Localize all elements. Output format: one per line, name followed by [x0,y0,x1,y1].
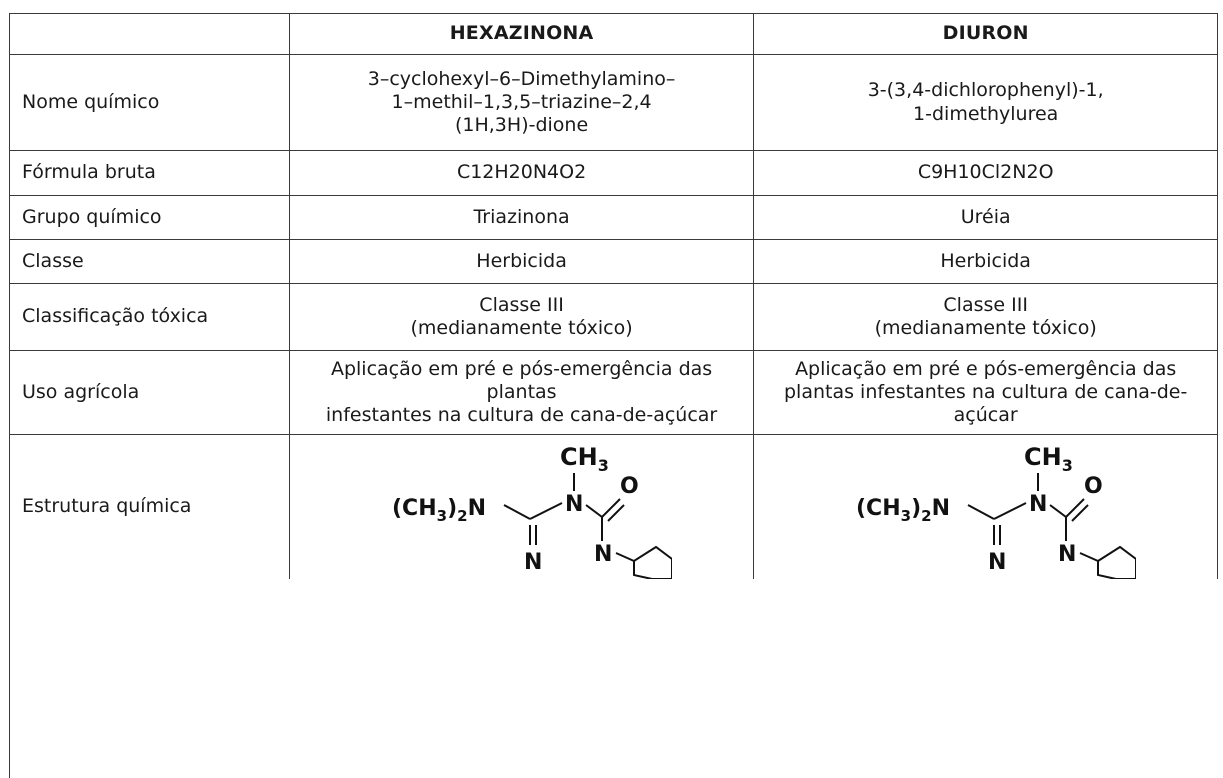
diuron-value: Aplicação em pré e pós-emergência das pl… [754,351,1218,435]
ch3-label: CH3 [1024,443,1073,475]
header-hexazinona: HEXAZINONA [289,14,755,55]
hexazinona-value: Aplicação em pré e pós-emergência das pl… [289,351,755,435]
n-left-label: N [988,550,1006,575]
table-row-formula-bruta: Fórmula bruta C12H20N4O2 C9H10Cl2N2O [10,151,1218,196]
table-row-classificacao-toxica: Classificação tóxica Classe III (mediana… [10,284,1218,351]
header-diuron: DIURON [754,14,1218,55]
table-row-uso-agricola: Uso agrícola Aplicação em pré e pós-emer… [10,351,1218,435]
table-row-grupo-quimico: Grupo químico Triazinona Uréia [10,196,1218,240]
table-row-estrutura-quimica: Estrutura química CH3 N (CH3)2N O [10,435,1218,579]
table-row-nome-quimico: Nome químico 3–cyclohexyl–6–Dimethylamin… [10,55,1218,151]
n-right-label: N [594,542,612,567]
hexazinona-value: Classe III (medianamente tóxico) [289,284,755,351]
hexazinona-value: Herbicida [289,240,755,284]
n-top-label: N [1029,492,1047,517]
n-left-label: N [524,550,542,575]
diuron-value: 3-(3,4-dichlorophenyl)-1, 1-dimethylurea [754,55,1218,151]
hexazinona-structure-cell: CH3 N (CH3)2N O N N [290,435,755,579]
dimethylamino-label: (CH3)2N [856,496,950,525]
row-label: Grupo químico [10,196,290,240]
hexazinona-value: C12H20N4O2 [289,151,755,196]
row-label: Uso agrícola [10,351,290,435]
diuron-structure-diagram: CH3 N (CH3)2N O N N [856,443,1136,579]
table-header-row: HEXAZINONA DIURON [10,14,1218,55]
diuron-value: Classe III (medianamente tóxico) [754,284,1218,351]
row-label: Classificação tóxica [10,284,290,351]
row-label: Estrutura química [10,435,290,579]
diuron-value: C9H10Cl2N2O [754,151,1218,196]
herbicide-comparison-table: HEXAZINONA DIURON Nome químico 3–cyclohe… [9,13,1218,778]
hexazinona-value: Triazinona [289,196,755,240]
n-right-label: N [1058,542,1076,567]
table-row-classe: Classe Herbicida Herbicida [10,240,1218,284]
ch3-label: CH3 [560,443,609,475]
dimethylamino-label: (CH3)2N [392,496,486,525]
n-top-label: N [565,492,583,517]
diuron-value: Uréia [754,196,1218,240]
oxygen-upper-label: O [1084,474,1103,499]
row-label: Nome químico [10,55,290,151]
hexazinona-structure-diagram: CH3 N (CH3)2N O N N [392,443,672,579]
diuron-structure-cell: CH3 N (CH3)2N O N N [754,435,1218,579]
hexazinona-value: 3–cyclohexyl–6–Dimethylamino– 1–methil–1… [289,55,755,151]
row-label: Classe [10,240,290,284]
diuron-value: Herbicida [754,240,1218,284]
row-label: Fórmula bruta [10,151,290,196]
header-blank-cell [10,14,290,55]
oxygen-upper-label: O [620,474,639,499]
